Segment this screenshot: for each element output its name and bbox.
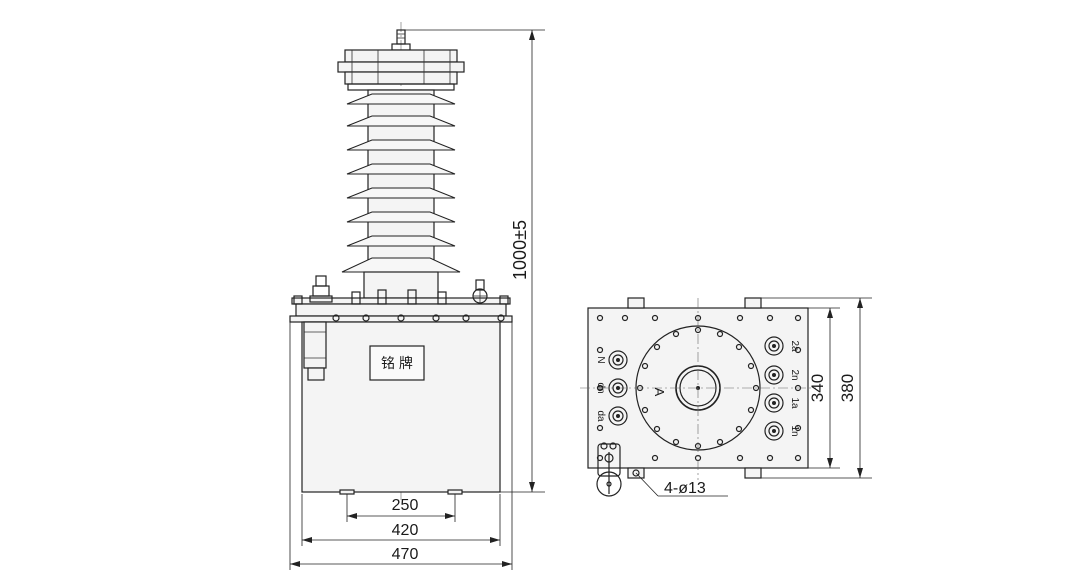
right-terminal-label-2: 2n (789, 369, 800, 380)
side-gland (303, 321, 327, 381)
right-lid-valve (472, 279, 488, 304)
mount-hole-leader (632, 469, 728, 497)
base-foot-left (339, 489, 355, 495)
lug-top-right (744, 297, 762, 309)
left-lid-terminal (309, 275, 333, 303)
top-view: A N dn da 2a 2n 1a 1n (580, 297, 872, 497)
lug-bottom-right (744, 467, 762, 479)
left-terminal-label-1: N (595, 356, 606, 363)
right-terminal-label-4: 1n (789, 425, 800, 436)
perimeter-holes (596, 314, 802, 462)
inner-depth-label: 340 (808, 374, 827, 402)
top-cap (337, 49, 465, 91)
overall-width-label: 470 (392, 546, 419, 563)
right-terminal-label-1: 2a (789, 340, 800, 352)
height-dimension-label: 1000±5 (510, 220, 530, 280)
height-dimension (405, 29, 545, 493)
insulator-sheds (341, 89, 461, 299)
grounding-lug (596, 442, 622, 497)
base-foot-right (447, 489, 463, 495)
mount-hole-label: 4-ø13 (664, 480, 706, 497)
base-width-label: 420 (392, 522, 419, 539)
outer-depth-label: 380 (838, 374, 857, 402)
left-terminal-studs (608, 350, 628, 426)
left-terminal-label-3: da (595, 410, 606, 422)
front-view: 铭 牌 1000±5 (289, 22, 545, 570)
nameplate (369, 345, 425, 381)
depth-dimensions (761, 297, 872, 479)
right-terminal-studs (764, 336, 784, 441)
flange-holes (636, 326, 760, 450)
width-dimensions (289, 322, 513, 570)
bolt-spacing-label: 250 (392, 497, 419, 514)
center-label: A (652, 388, 667, 397)
nameplate-label: 铭 牌 (381, 355, 413, 371)
right-terminal-label-3: 1a (789, 397, 800, 409)
lug-top-left (627, 297, 645, 309)
left-terminal-label-2: dn (595, 382, 606, 393)
